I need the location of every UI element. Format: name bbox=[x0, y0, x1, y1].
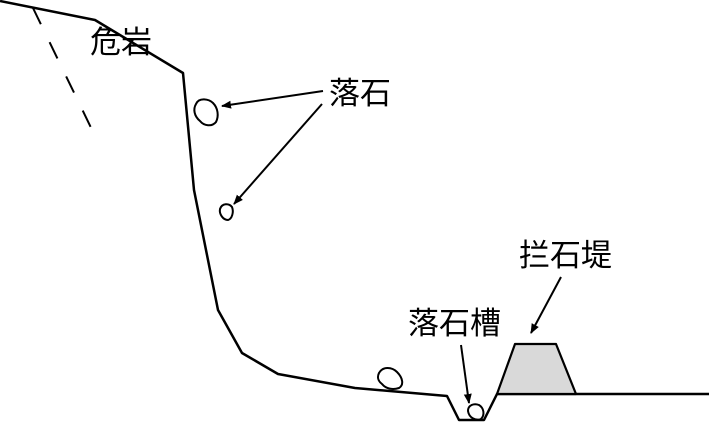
rock-in-trench bbox=[466, 403, 485, 421]
barrier-dam-shape bbox=[495, 342, 578, 396]
label-rockfall-trench: 落石槽 bbox=[408, 306, 501, 342]
falling-rock-upper bbox=[193, 98, 219, 127]
label-rockfall: 落石 bbox=[329, 76, 391, 112]
label-barrier-dam: 拦石堤 bbox=[519, 238, 612, 274]
fracture-dashed-line bbox=[32, 7, 97, 139]
arrow-to-lower-rock bbox=[233, 103, 323, 205]
falling-rock-lower bbox=[218, 203, 234, 222]
rock-on-slope bbox=[377, 367, 404, 390]
arrow-to-trench bbox=[460, 344, 472, 404]
arrow-to-barrier-dam bbox=[530, 276, 562, 334]
label-dangerous-rock: 危岩 bbox=[90, 25, 152, 61]
arrow-to-upper-rock bbox=[221, 90, 324, 109]
